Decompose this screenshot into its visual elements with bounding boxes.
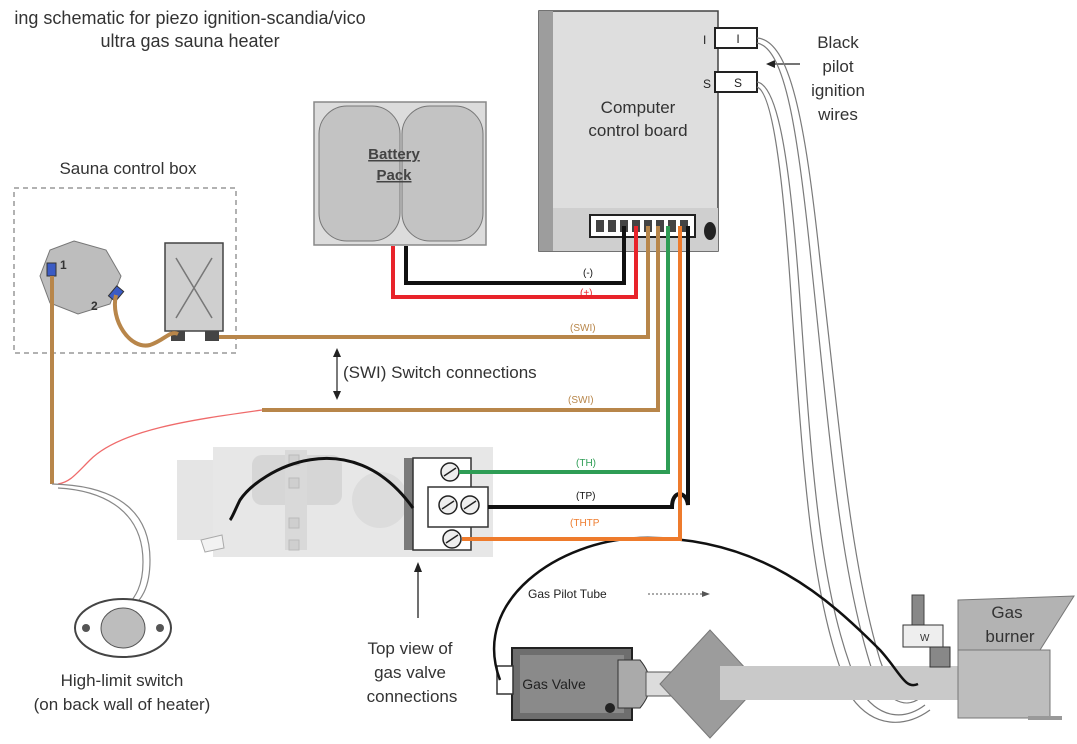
battery-negative-wire: [404, 226, 626, 285]
pilot-wires-label-line1: Black: [817, 33, 859, 52]
terminal-S-side-label: S: [703, 77, 711, 91]
pilot-electrode: [911, 594, 925, 626]
pilot-wires-label-line2: pilot: [822, 57, 853, 76]
terminal-2-connector: [107, 285, 125, 303]
gas-valve-nozzle: [617, 659, 651, 709]
swi-wire-bottom: [262, 226, 660, 412]
terminal-S-label: S: [734, 76, 742, 90]
terminal-2-label: 2: [91, 299, 98, 313]
high-limit-label-line2: (on back wall of heater): [34, 695, 211, 714]
pilot-bracket-mark: W: [920, 633, 930, 644]
sauna-control-box-label: Sauna control box: [59, 159, 197, 178]
battery-cell-left: [318, 105, 401, 242]
high-limit-red-wire: [57, 409, 263, 485]
gas-burner-foot: [1028, 716, 1062, 720]
gas-burner-label-line1: Gas: [991, 603, 1022, 622]
terminal-I-label: I: [736, 32, 739, 46]
wire-label-swi-bottom: (SWI): [568, 395, 594, 406]
valve-top-dial: [352, 472, 408, 528]
thermostat-knob: [39, 240, 122, 315]
top-view-arrowhead: [414, 562, 422, 572]
high-limit-mount-hole-left: [82, 624, 90, 632]
battery-label-line2: Pack: [376, 167, 412, 184]
gas-pilot-tube-leader-arrow: [702, 591, 710, 597]
computer-label-line1: Computer: [601, 98, 676, 117]
terminal-1-label: 1: [60, 258, 67, 272]
pilot-bracket: [902, 624, 944, 648]
board-indicator: [704, 222, 716, 240]
diagram-title-line2: ultra gas sauna heater: [100, 31, 279, 51]
wire-label-th: (TH): [576, 458, 596, 469]
valve-terminal-screws: [438, 462, 480, 549]
top-view-label-line1: Top view of: [367, 639, 452, 658]
pilot-ignition-wires: [756, 37, 931, 723]
gas-valve-bolt: [605, 703, 615, 713]
battery-label-line1: Battery: [368, 146, 420, 163]
valve-internal-black-wire: [228, 457, 415, 522]
top-view-label-line2: gas valve: [374, 663, 446, 682]
valve-top-fitting: [200, 534, 225, 553]
gas-valve-label: Gas Valve: [522, 676, 586, 692]
pilot-wires-arrowhead: [766, 60, 775, 68]
high-limit-mount-hole-right: [156, 624, 164, 632]
th-wire: [459, 226, 670, 474]
battery-cell-right: [401, 105, 484, 242]
swi-arrow-down: [333, 391, 341, 400]
switch-terminal-right: [205, 331, 219, 341]
diagram-title-line1: ing schematic for piezo ignition-scandia…: [14, 8, 365, 28]
pilot-nut: [929, 646, 951, 668]
burner-gas-pipe: [720, 666, 970, 700]
board-side-panel: [539, 11, 553, 251]
high-limit-label-line1: High-limit switch: [61, 671, 184, 690]
terminal-1-connector: [46, 262, 57, 277]
gas-burner-label-line2: burner: [985, 627, 1034, 646]
sauna-control-box-outline: [13, 187, 237, 354]
top-view-label-line3: connections: [367, 687, 458, 706]
wire-label-positive: (+): [580, 288, 593, 299]
control-box-internal-wire: [112, 294, 179, 348]
terminal-I-side-label: I: [703, 33, 706, 47]
pilot-wires-label-line3: ignition: [811, 81, 865, 100]
gas-burner-body: [957, 649, 1051, 719]
thtp-wire: [462, 226, 682, 541]
battery-positive-wire: [391, 226, 638, 299]
gas-valve-face: [520, 655, 624, 713]
high-limit-switch-disc: [100, 607, 146, 649]
wire-label-tp: (TP): [576, 491, 595, 502]
switch-connections-label: (SWI) Switch connections: [343, 363, 537, 382]
wire-label-swi-top: (SWI): [570, 323, 596, 334]
swi-arrow-up: [333, 348, 341, 357]
wire-label-thtp: (THTP: [570, 518, 600, 529]
switch-x-mark-2: [175, 257, 213, 319]
wire-label-negative: (-): [583, 268, 593, 279]
gas-pilot-tube: [492, 536, 919, 687]
gas-valve-inlet: [496, 665, 514, 695]
pilot-wires-label-line4: wires: [817, 105, 858, 124]
switch-terminal-left: [171, 331, 185, 341]
swi-wire-top: [219, 226, 650, 339]
high-limit-wires: [51, 483, 151, 609]
gas-pilot-tube-label: Gas Pilot Tube: [528, 587, 607, 601]
computer-label-line2: control board: [588, 121, 687, 140]
